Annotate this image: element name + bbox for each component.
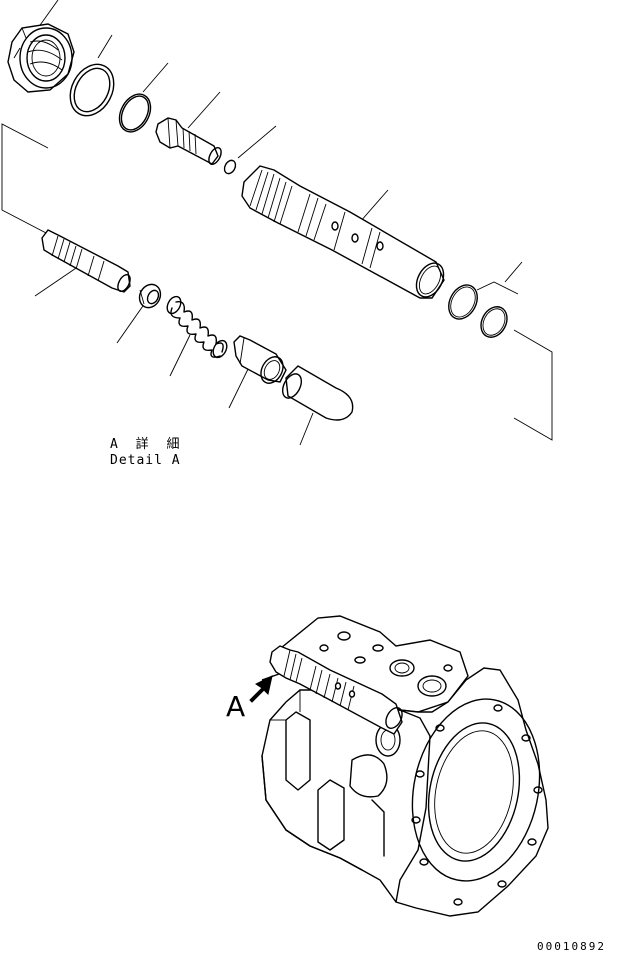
cap — [281, 365, 354, 421]
adjust-screw — [155, 117, 222, 165]
spool — [41, 229, 131, 293]
pump-housing — [261, 615, 549, 917]
spring — [166, 295, 228, 359]
drawing-code: 00010892 — [537, 940, 606, 953]
bold-arrow-icon — [249, 675, 273, 703]
o-ring-small — [223, 159, 237, 175]
leader-lines — [34, 0, 523, 446]
lock-nut — [7, 23, 75, 93]
piston — [233, 335, 287, 384]
spring-seat — [138, 283, 162, 309]
valve-sleeve — [241, 165, 445, 299]
backup-ring-pair — [448, 284, 508, 338]
detail-title-en: Detail A — [110, 453, 181, 468]
view-marker-letter: A — [226, 690, 246, 723]
o-ring-large — [118, 93, 152, 133]
washer — [69, 63, 115, 117]
detail-title-jp: A 詳 細 — [110, 437, 185, 452]
detail-bracket — [1, 123, 553, 441]
